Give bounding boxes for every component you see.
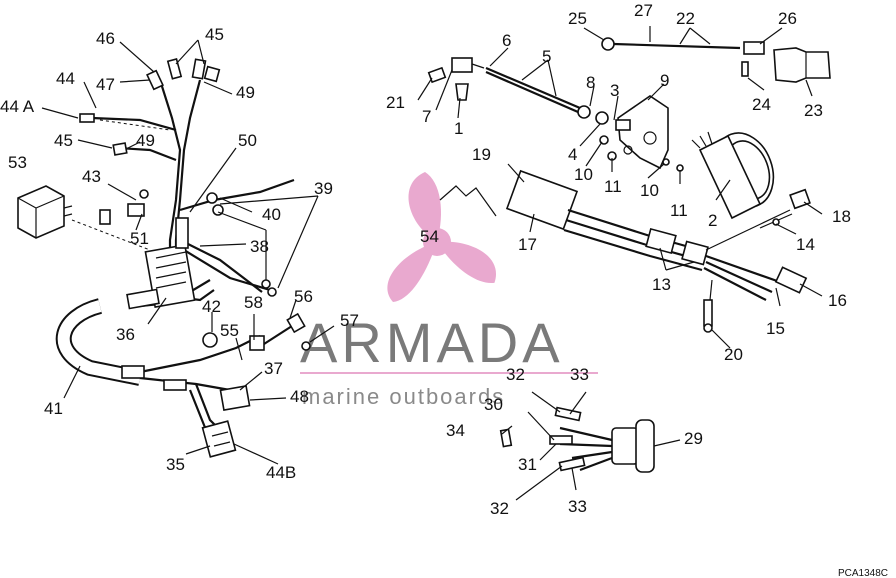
armada-watermark: ARMADA marine outboards	[300, 172, 598, 409]
callout-44b: 44B	[266, 463, 296, 482]
part-drawings	[17, 37, 831, 473]
callout-18: 18	[832, 207, 851, 226]
callout-56: 56	[294, 287, 313, 306]
propeller-logo-icon	[387, 172, 496, 302]
part-2-gauge	[691, 131, 775, 220]
callout-33b: 33	[568, 497, 587, 516]
callout-33a: 33	[570, 365, 589, 384]
callout-46: 46	[96, 29, 115, 48]
callout-26: 26	[778, 9, 797, 28]
callout-21: 21	[386, 93, 405, 112]
part-53-relay	[17, 185, 73, 239]
main-wiring-harness	[55, 58, 311, 458]
callout-13: 13	[652, 275, 671, 294]
callout-42: 42	[202, 297, 221, 316]
callout-47: 47	[96, 75, 115, 94]
callout-57: 57	[340, 311, 359, 330]
callout-6: 6	[502, 31, 511, 50]
gauge-harness	[505, 169, 811, 333]
callout-9: 9	[660, 71, 669, 90]
callout-48: 48	[290, 387, 309, 406]
callout-11b: 11	[670, 201, 688, 220]
callout-45a: 45	[205, 25, 224, 44]
callout-17: 17	[518, 235, 537, 254]
watermark-subtitle: marine outboards	[302, 384, 505, 409]
callout-31: 31	[518, 455, 537, 474]
callout-10a: 10	[574, 165, 593, 184]
callout-32b: 32	[490, 499, 509, 518]
callout-44a: 44 A	[0, 97, 35, 116]
callout-4: 4	[568, 145, 577, 164]
callout-50: 50	[238, 131, 257, 150]
callout-24: 24	[752, 95, 771, 114]
callout-19: 19	[472, 145, 491, 164]
callout-55: 55	[220, 321, 239, 340]
callout-34: 34	[446, 421, 465, 440]
callout-39: 39	[314, 179, 333, 198]
watermark-title: ARMADA	[300, 311, 564, 374]
part-9-bracket	[617, 95, 669, 170]
callout-5: 5	[542, 47, 551, 66]
callout-43: 43	[82, 167, 101, 186]
callout-30: 30	[484, 395, 503, 414]
callout-44: 44	[56, 69, 75, 88]
callout-51: 51	[130, 229, 149, 248]
callout-41: 41	[44, 399, 63, 418]
callout-23: 23	[804, 101, 823, 120]
callout-22: 22	[676, 9, 695, 28]
callout-27: 27	[634, 1, 653, 20]
part-29-plug	[499, 406, 655, 473]
callout-16: 16	[828, 291, 847, 310]
callout-10b: 10	[640, 181, 659, 200]
callout-38: 38	[250, 237, 269, 256]
callout-40: 40	[262, 205, 281, 224]
callout-49a: 49	[236, 83, 255, 102]
diagram-id: PCA1348C	[838, 568, 888, 578]
callout-32a: 32	[506, 365, 525, 384]
callout-37: 37	[264, 359, 283, 378]
callout-14: 14	[796, 235, 815, 254]
callout-54: 54	[420, 227, 439, 246]
callout-7: 7	[422, 107, 431, 126]
callout-35: 35	[166, 455, 185, 474]
callout-8: 8	[586, 73, 595, 92]
callout-11a: 11	[604, 177, 622, 196]
callout-49b: 49	[136, 131, 155, 150]
callout-1: 1	[454, 119, 463, 138]
callout-53: 53	[8, 153, 27, 172]
callout-29: 29	[684, 429, 703, 448]
leader-lines	[41, 26, 823, 501]
callout-2: 2	[708, 211, 717, 230]
callout-labels: 46 45 47 49 44 44 A 45 49 50 53 43 39 40…	[0, 1, 851, 518]
callout-15: 15	[766, 319, 785, 338]
part-7-switch	[451, 57, 473, 73]
callout-3: 3	[610, 81, 619, 100]
callout-36: 36	[116, 325, 135, 344]
callout-58: 58	[244, 293, 263, 312]
callout-20: 20	[724, 345, 743, 364]
callout-25: 25	[568, 9, 587, 28]
callout-45b: 45	[54, 131, 73, 150]
